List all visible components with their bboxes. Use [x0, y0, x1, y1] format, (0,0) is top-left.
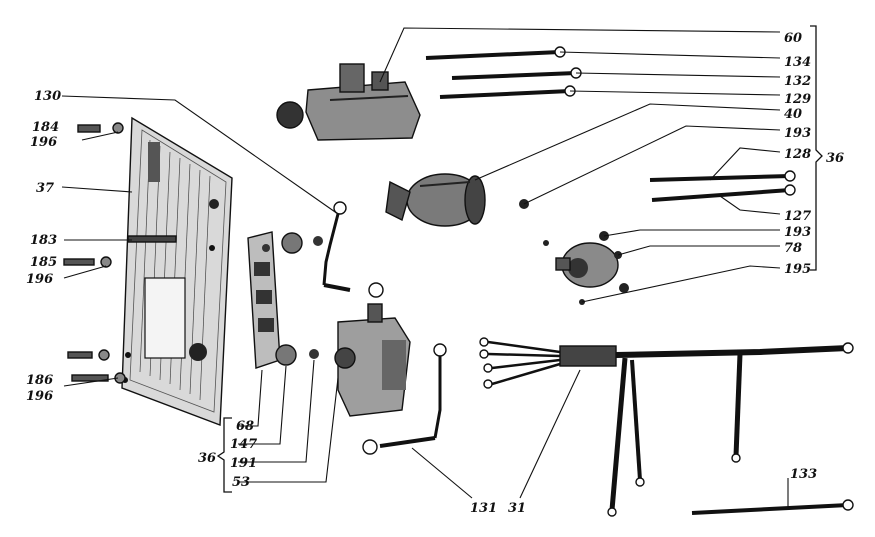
callout-193-upper: 193: [784, 126, 811, 141]
bolt-186-lower-part: [71, 372, 126, 384]
callout-193-lower: 193: [784, 225, 811, 240]
terminal-bracket-part: [247, 231, 281, 369]
ground-wire-130-part: [322, 201, 384, 298]
callout-196-upper: 196: [30, 135, 57, 150]
callout-133: 133: [790, 467, 817, 482]
callout-128: 128: [784, 147, 811, 162]
wiring-harness-31-part: [479, 337, 854, 517]
callout-191: 191: [230, 456, 257, 471]
callout-31: 31: [508, 501, 526, 516]
relay-60-part: [276, 63, 421, 141]
rod-132-part: [451, 67, 582, 80]
callout-53: 53: [232, 475, 250, 490]
regulator-40-part: [385, 173, 486, 227]
rod-134-part: [425, 46, 566, 60]
callout-36-right: 36: [826, 151, 844, 166]
callout-196-middle: 196: [26, 272, 53, 287]
callout-134: 134: [784, 55, 811, 70]
group-36-bottom-brace: [216, 417, 232, 493]
callout-186: 186: [26, 373, 53, 388]
callout-131: 131: [470, 501, 497, 516]
callout-37: 37: [36, 181, 54, 196]
group-36-right-brace: [810, 25, 823, 271]
callout-78: 78: [784, 241, 802, 256]
bolt-184-part: [77, 122, 124, 134]
callout-185: 185: [30, 255, 57, 270]
callout-68: 68: [236, 419, 254, 434]
nut-147-lower-part: [275, 344, 319, 366]
callout-195: 195: [784, 262, 811, 277]
ground-wire-131-part: [362, 343, 447, 455]
rod-128-part: [649, 170, 796, 182]
sensor-78-part: [543, 231, 629, 305]
rod-129-part: [439, 85, 576, 99]
rod-133-part: [691, 499, 854, 515]
callout-184: 184: [32, 120, 59, 135]
callout-147: 147: [230, 437, 257, 452]
switch-53-part: [334, 303, 411, 417]
callout-132: 132: [784, 74, 811, 89]
bolt-185-part: [63, 256, 112, 268]
callout-36-bottom: 36: [198, 451, 216, 466]
callout-127: 127: [784, 209, 811, 224]
leader-lines: [61, 27, 789, 507]
callout-40: 40: [784, 107, 802, 122]
callout-183: 183: [30, 233, 57, 248]
callout-130: 130: [34, 89, 61, 104]
nut-147-upper-part: [281, 232, 323, 254]
callout-60: 60: [784, 31, 802, 46]
mounting-plate-part: [121, 116, 233, 426]
callout-196-lower: 196: [26, 389, 53, 404]
bolt-183-part: [127, 235, 177, 243]
callout-129: 129: [784, 92, 811, 107]
bolt-186-upper-part: [67, 349, 110, 361]
rod-127-part: [651, 184, 796, 202]
